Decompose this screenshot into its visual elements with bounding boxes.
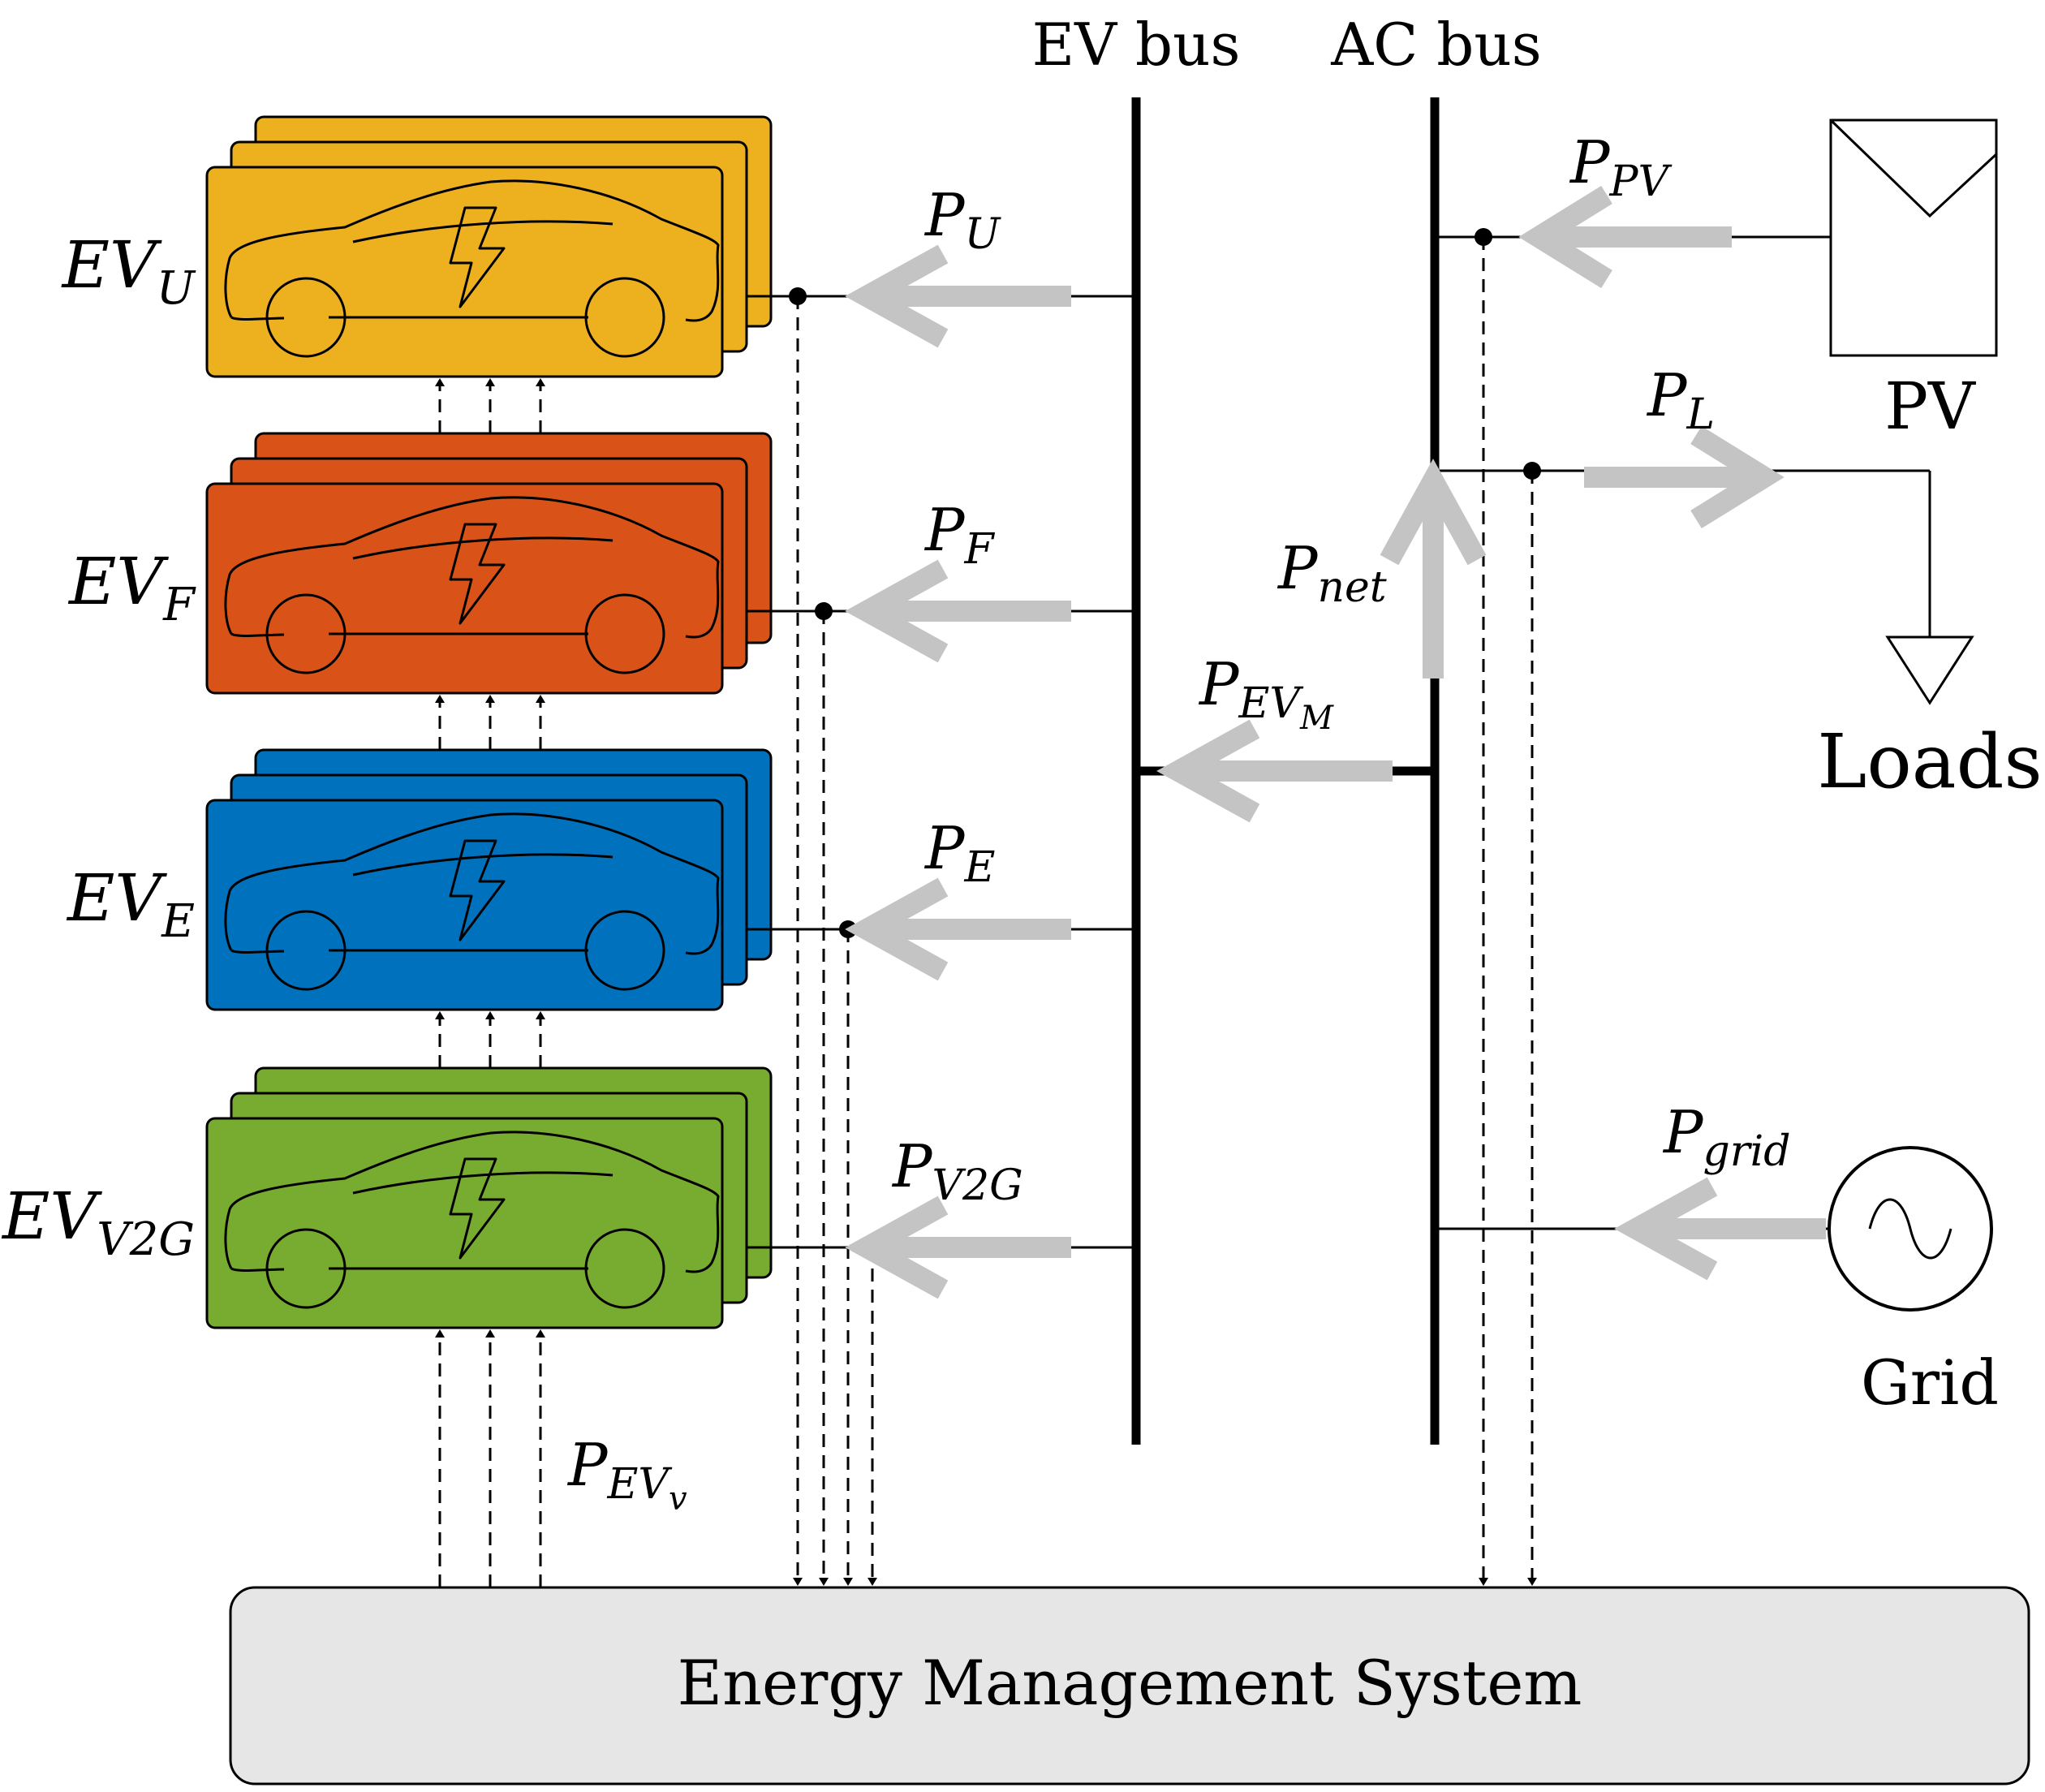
pv-panel-icon	[1829, 118, 1998, 357]
ems-rect	[229, 1586, 2030, 1786]
ems-box: Energy Management System	[229, 1586, 2030, 1786]
ev-flow-label: PE	[923, 814, 995, 892]
ev-m-flow: PEVM	[1156, 650, 1393, 823]
ac-source-icon	[1828, 1146, 1993, 1312]
ev-group-f: EVF PF	[67, 432, 1136, 1586]
net-flow-arrow	[1380, 459, 1487, 678]
ev-card-e-2	[205, 799, 724, 1011]
ev-label-f: EVF	[67, 544, 196, 631]
ev-group-e: EVE PE	[66, 748, 1136, 1586]
ems-label: Energy Management System	[678, 1647, 1582, 1719]
net-flow: Pnet	[1277, 459, 1487, 678]
ev-m-flow-arrow	[1156, 719, 1393, 823]
ev-flow-label: PU	[923, 181, 1001, 259]
grid-branch: Pgrid Grid	[1435, 1098, 1999, 1419]
ev-flow-label: PV2G	[891, 1132, 1023, 1210]
ev-label-v2g: EVV2G	[1, 1178, 195, 1266]
ev-card-f-2	[205, 482, 724, 695]
ev-flow-arrow	[845, 1195, 1071, 1299]
loads-label: Loads	[1817, 718, 2042, 805]
ev-flow-label: PF	[923, 496, 995, 574]
ev-flow-arrow	[845, 244, 1071, 348]
loads-flow-label: PL	[1646, 361, 1715, 439]
pv-flow-arrow	[1518, 185, 1732, 289]
loads-flow-arrow	[1584, 425, 1785, 529]
ev-m-flow-label: PEVM	[1198, 650, 1334, 737]
ev-card-u-2	[205, 166, 724, 378]
ev-bus-label: EV bus	[1032, 11, 1241, 79]
ev-label-e: EVE	[66, 860, 195, 948]
ac-bus-label: AC bus	[1330, 11, 1541, 79]
pv-branch: PPV PV	[1435, 118, 1998, 1586]
ev-label-u: EVU	[61, 227, 196, 315]
ev-group-v2g: EVV2G PV2G	[1, 1066, 1136, 1587]
ev-card-v2g-2	[205, 1117, 724, 1329]
ev-v-flow-label: PEVv	[566, 1431, 687, 1518]
grid-flow-arrow	[1614, 1177, 1826, 1281]
ev-group-u: EVU PU	[61, 115, 1136, 1586]
car-icon	[224, 496, 720, 674]
grid-label: Grid	[1861, 1346, 1999, 1419]
ev-flow-arrow	[845, 559, 1071, 663]
car-icon	[224, 1131, 720, 1309]
net-flow-label: Pnet	[1277, 534, 1387, 612]
pv-flow-label: PPV	[1569, 128, 1672, 206]
pv-label: PV	[1884, 368, 1976, 444]
car-icon	[224, 179, 720, 358]
grid-flow-label: Pgrid	[1662, 1098, 1791, 1176]
ev-groups: EVU PU EVF PF EVE PE EVV2G PV2G	[1, 115, 1136, 1587]
loads-branch: PL Loads	[1435, 361, 2043, 1586]
ev-flow-arrow	[845, 877, 1071, 981]
car-icon	[224, 812, 720, 991]
load-triangle-icon	[1885, 635, 1974, 705]
buses: EV bus AC bus	[1032, 11, 1542, 1445]
